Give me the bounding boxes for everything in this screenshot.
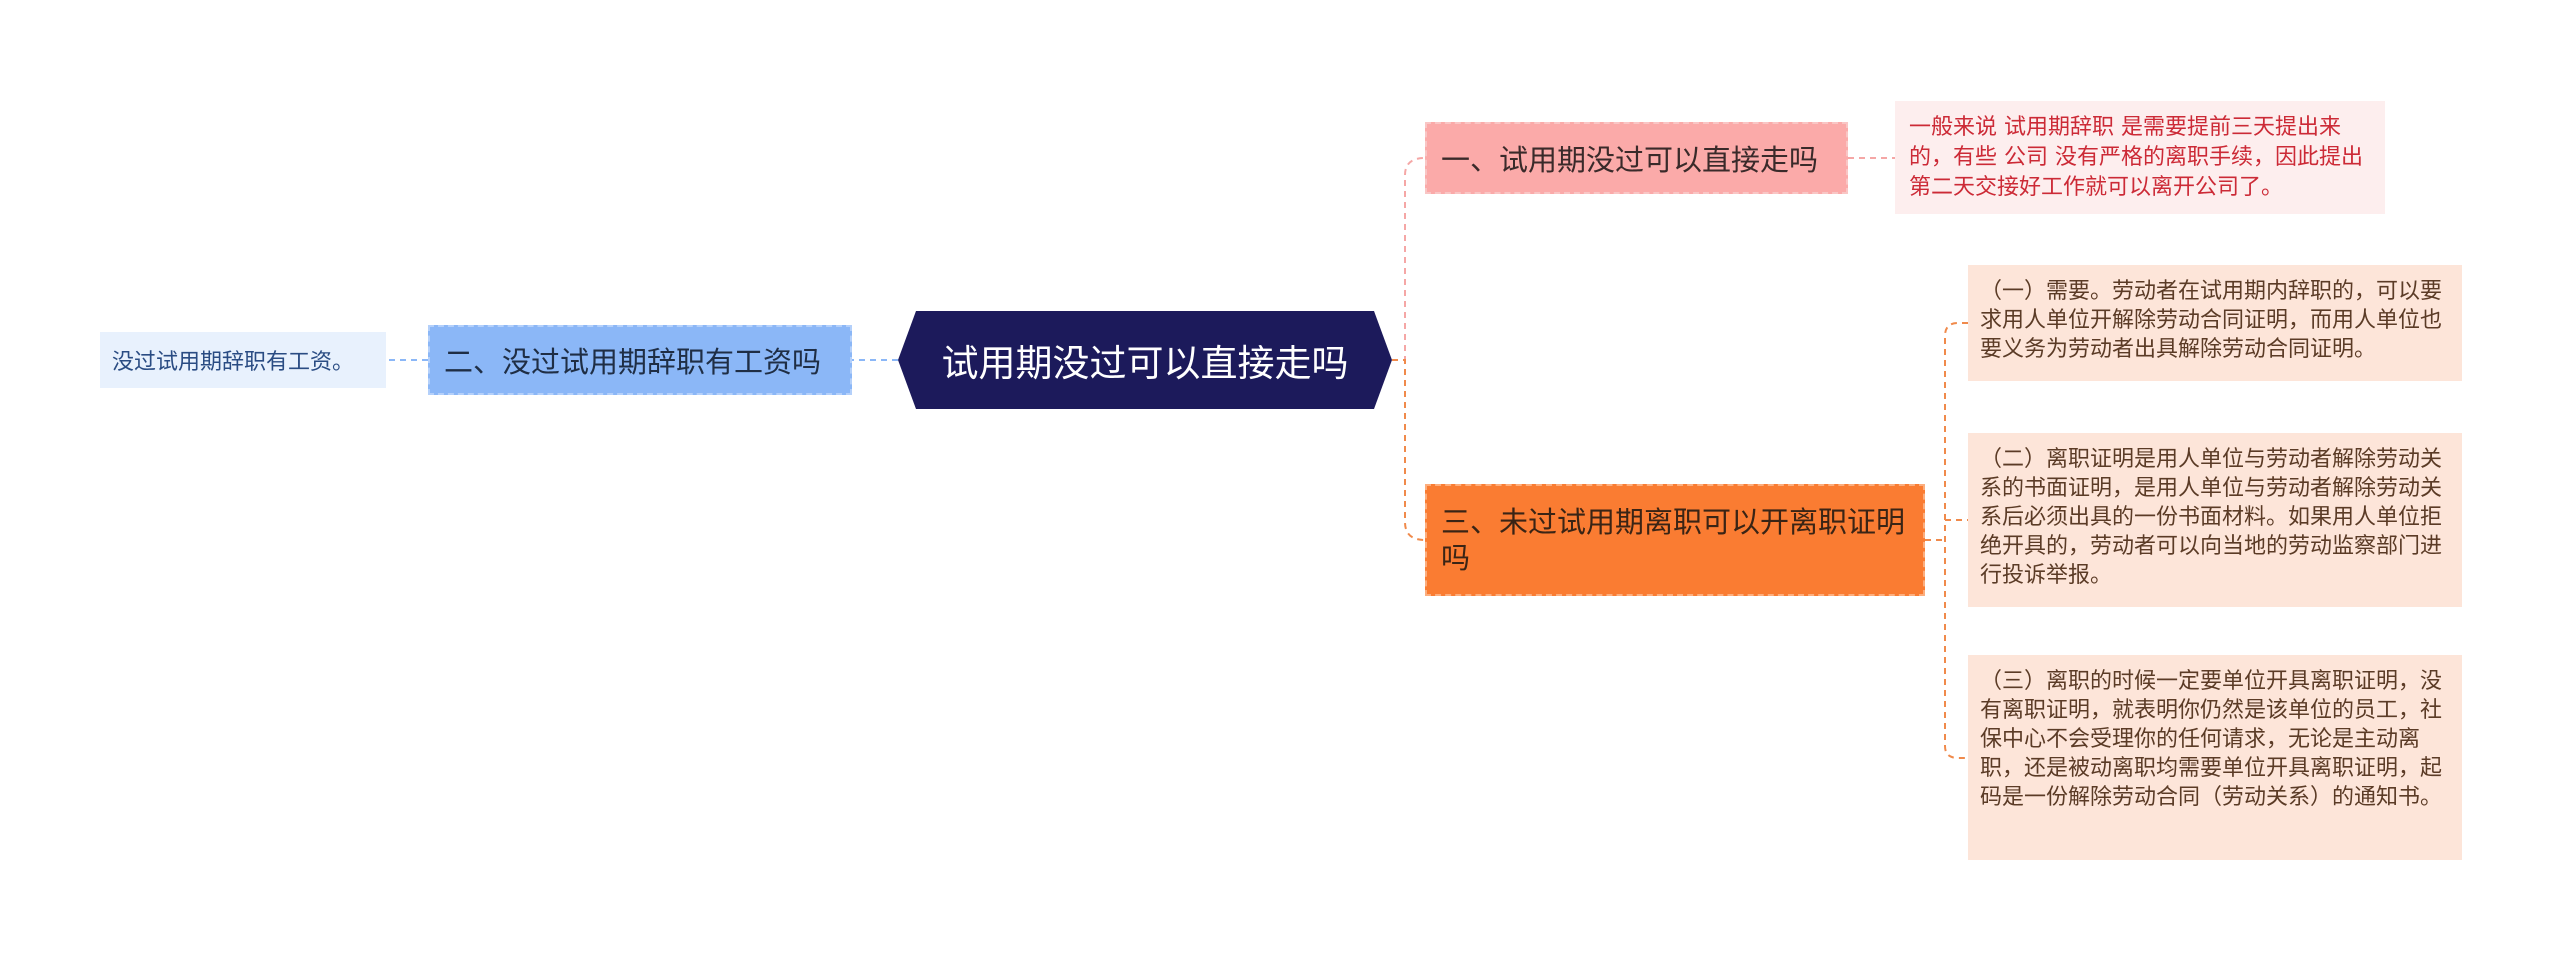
branch-3-note-3[interactable]: （三）离职的时候一定要单位开具离职证明，没有离职证明，就表明你仍然是该单位的员工… (1968, 655, 2462, 860)
link-branch3-notes (1925, 322, 1968, 759)
branch-3-note-1[interactable]: （一）需要。劳动者在试用期内辞职的，可以要求用人单位开解除劳动合同证明，而用人单… (1968, 265, 2462, 381)
branch-3-note-2[interactable]: （二）离职证明是用人单位与劳动者解除劳动关系的书面证明，是用人单位与劳动者解除劳… (1968, 433, 2462, 607)
branch-2-label: 二、没过试用期辞职有工资吗 (444, 345, 822, 379)
central-topic-label: 试用期没过可以直接走吗 (941, 342, 1349, 385)
branch-3-topic[interactable]: 三、未过试用期离职可以开离职证明吗 (1425, 484, 1925, 596)
branch-1-topic[interactable]: 一、试用期没过可以直接走吗 (1425, 122, 1848, 194)
branch-2-topic[interactable]: 二、没过试用期辞职有工资吗 (428, 325, 852, 395)
link-center-branch1 (1392, 157, 1426, 361)
branch-2-note[interactable]: 没过试用期辞职有工资。 (100, 332, 386, 388)
branch-1-label: 一、试用期没过可以直接走吗 (1441, 143, 1819, 177)
central-topic-shape (898, 311, 1392, 409)
central-topic[interactable]: 试用期没过可以直接走吗 (898, 311, 1392, 409)
branch-3-label: 三、未过试用期离职可以开离职证明吗 (1441, 505, 1906, 575)
branch-1-note[interactable]: 一般来说 试用期辞职 是需要提前三天提出来的，有些 公司 没有严格的离职手续，因… (1895, 101, 2385, 214)
link-center-branch3 (1392, 359, 1426, 541)
